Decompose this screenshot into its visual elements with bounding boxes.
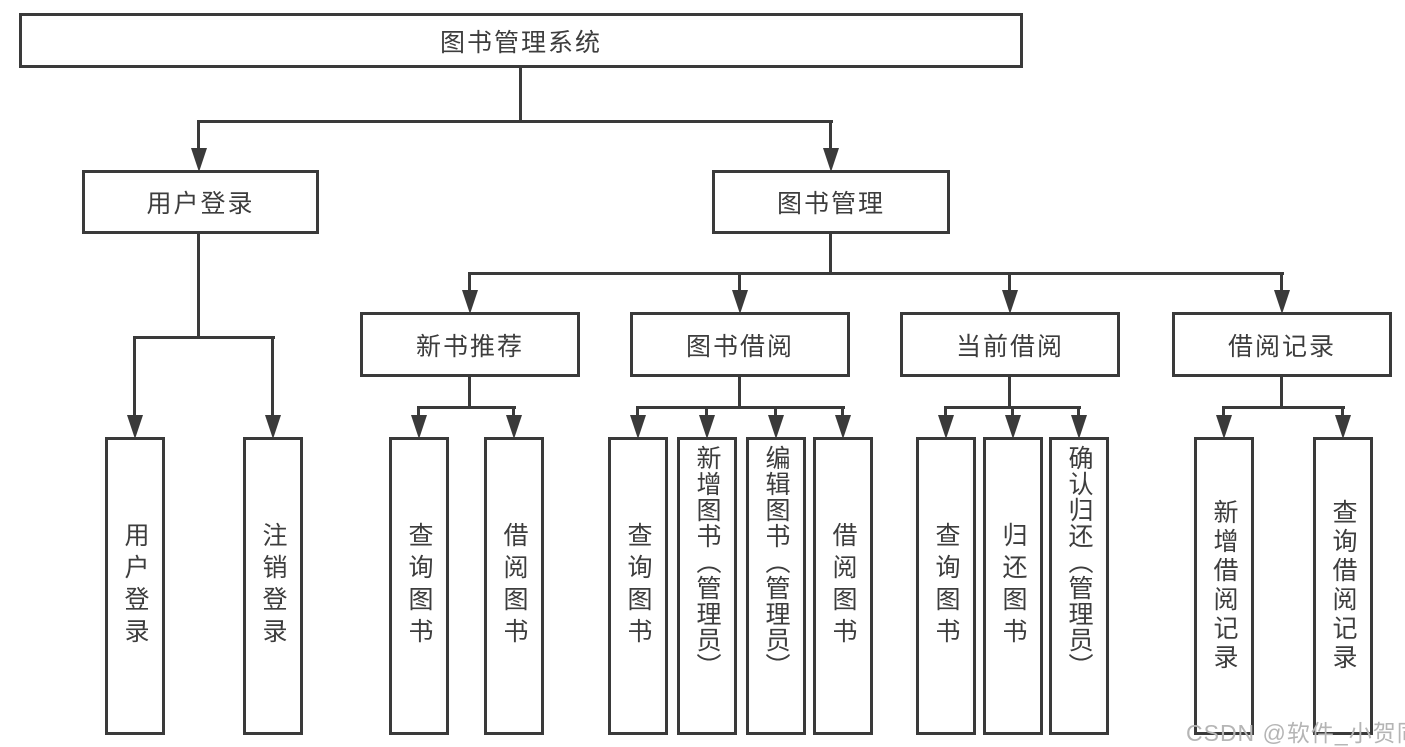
connector-hline bbox=[133, 336, 275, 339]
arrow-down-icon bbox=[1005, 415, 1021, 439]
node-borrow-books-recommend: 借阅图书 bbox=[484, 437, 544, 735]
connector-vline bbox=[1280, 272, 1283, 292]
node-library-system: 图书管理系统 bbox=[19, 13, 1023, 68]
node-label: 新增借阅记录 bbox=[1210, 499, 1238, 673]
connector-vline bbox=[829, 234, 832, 274]
connector-vline bbox=[133, 336, 136, 415]
connector-vline bbox=[197, 120, 200, 150]
arrow-down-icon bbox=[835, 415, 851, 439]
connector-hline bbox=[1222, 406, 1345, 409]
connector-hline bbox=[636, 406, 845, 409]
node-current-borrowing: 当前借阅 bbox=[900, 312, 1120, 377]
node-label: 借阅图书 bbox=[829, 522, 857, 650]
arrow-down-icon bbox=[768, 415, 784, 439]
connector-vline bbox=[738, 377, 741, 409]
node-book-management: 图书管理 bbox=[712, 170, 950, 234]
connector-vline bbox=[519, 68, 522, 123]
node-label: 注销登录 bbox=[259, 522, 287, 650]
node-label: 新增图书（管理员） bbox=[693, 445, 721, 679]
arrow-down-icon bbox=[265, 415, 281, 439]
arrow-down-icon bbox=[938, 415, 954, 439]
connector-vline bbox=[197, 234, 200, 338]
connector-vline bbox=[1077, 406, 1080, 415]
connector-vline bbox=[636, 406, 639, 415]
connector-vline bbox=[417, 406, 420, 415]
arrow-down-icon bbox=[823, 148, 839, 172]
node-label: 确认归还（管理员） bbox=[1065, 445, 1093, 679]
connector-vline bbox=[1008, 272, 1011, 292]
connector-vline bbox=[705, 406, 708, 415]
connector-vline bbox=[829, 120, 832, 150]
arrow-down-icon bbox=[1216, 415, 1232, 439]
node-label: 编辑图书（管理员） bbox=[762, 445, 790, 679]
arrow-down-icon bbox=[1274, 290, 1290, 314]
node-label: 借阅图书 bbox=[500, 522, 528, 650]
node-label: 查询图书 bbox=[405, 522, 433, 650]
arrow-down-icon bbox=[462, 290, 478, 314]
arrow-down-icon bbox=[506, 415, 522, 439]
node-book-borrowing: 图书借阅 bbox=[630, 312, 850, 377]
arrow-down-icon bbox=[411, 415, 427, 439]
arrow-down-icon bbox=[1335, 415, 1351, 439]
connector-vline bbox=[944, 406, 947, 415]
node-return-books: 归还图书 bbox=[983, 437, 1043, 735]
node-label: 用户登录 bbox=[121, 522, 149, 650]
node-confirm-return-admin: 确认归还（管理员） bbox=[1049, 437, 1109, 735]
connector-vline bbox=[271, 336, 274, 415]
connector-vline bbox=[1011, 406, 1014, 415]
connector-vline bbox=[1341, 406, 1344, 415]
connector-vline bbox=[468, 272, 471, 292]
connector-vline bbox=[1280, 377, 1283, 409]
connector-vline bbox=[738, 272, 741, 292]
node-label: 查询图书 bbox=[624, 522, 652, 650]
node-logout: 注销登录 bbox=[243, 437, 303, 735]
node-query-borrow-record: 查询借阅记录 bbox=[1313, 437, 1373, 735]
node-query-books-borrowing: 查询图书 bbox=[608, 437, 668, 735]
node-user-login-action: 用户登录 bbox=[105, 437, 165, 735]
connector-vline bbox=[1008, 377, 1011, 409]
connector-hline bbox=[417, 406, 516, 409]
connector-hline bbox=[468, 272, 1284, 275]
node-add-books-admin: 新增图书（管理员） bbox=[677, 437, 737, 735]
connector-vline bbox=[841, 406, 844, 415]
node-edit-books-admin: 编辑图书（管理员） bbox=[746, 437, 806, 735]
arrow-down-icon bbox=[127, 415, 143, 439]
node-label: 查询借阅记录 bbox=[1329, 499, 1357, 673]
connector-vline bbox=[512, 406, 515, 415]
connector-vline bbox=[468, 377, 471, 409]
connector-vline bbox=[774, 406, 777, 415]
arrow-down-icon bbox=[1071, 415, 1087, 439]
arrow-down-icon bbox=[699, 415, 715, 439]
csdn-watermark: CSDN @软件_小贺同学 bbox=[1186, 720, 1405, 746]
node-borrowing-records: 借阅记录 bbox=[1172, 312, 1392, 377]
node-label: 归还图书 bbox=[999, 522, 1027, 650]
arrow-down-icon bbox=[630, 415, 646, 439]
node-query-books-recommend: 查询图书 bbox=[389, 437, 449, 735]
node-label: 查询图书 bbox=[932, 522, 960, 650]
arrow-down-icon bbox=[732, 290, 748, 314]
arrow-down-icon bbox=[191, 148, 207, 172]
node-add-borrow-record: 新增借阅记录 bbox=[1194, 437, 1254, 735]
node-new-book-recommend: 新书推荐 bbox=[360, 312, 580, 377]
connector-hline bbox=[197, 120, 833, 123]
connector-vline bbox=[1222, 406, 1225, 415]
arrow-down-icon bbox=[1002, 290, 1018, 314]
node-user-login: 用户登录 bbox=[82, 170, 319, 234]
node-query-books-current: 查询图书 bbox=[916, 437, 976, 735]
node-borrow-books: 借阅图书 bbox=[813, 437, 873, 735]
